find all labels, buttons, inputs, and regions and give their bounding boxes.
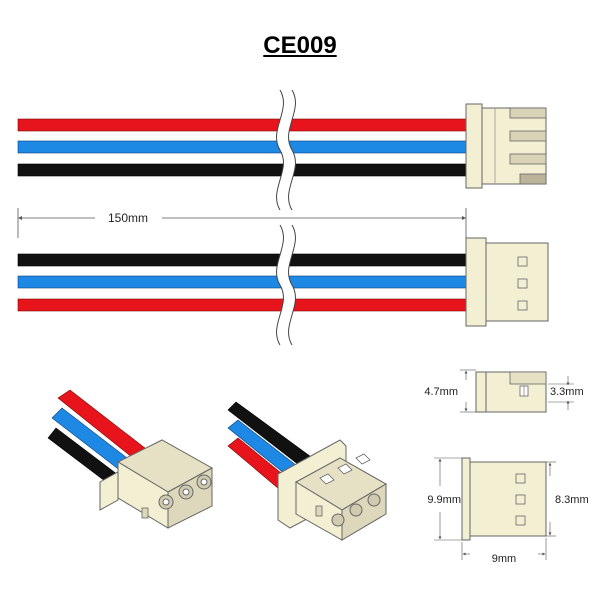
black-wire: [17, 253, 471, 267]
black-wire: [17, 163, 471, 177]
top-view-height-label: 4.7mm: [424, 386, 458, 398]
bottom-cable-assembly: [17, 224, 549, 346]
part-number-title: CE009: [263, 32, 337, 59]
blue-wire: [17, 275, 471, 289]
connector-3d-icon: [227, 401, 387, 541]
red-wire: [17, 298, 471, 312]
cable-length-dimension: 150mm: [17, 208, 467, 238]
cable-length-label: 150mm: [108, 211, 148, 225]
red-wire: [17, 118, 471, 132]
connector-side-icon: [465, 103, 547, 189]
top-view-drawing: 4.7mm 3.3mm: [424, 369, 584, 413]
front-view-inner-label: 8.3mm: [555, 494, 589, 506]
wavy-break-icon: [276, 89, 296, 211]
connector-side-icon: [465, 237, 549, 327]
front-view-outer-label: 9.9mm: [427, 494, 461, 506]
connector-3d-icon: [47, 389, 214, 529]
wavy-break-icon: [276, 224, 296, 346]
top-view-key-label: 3.3mm: [550, 386, 584, 398]
top-cable-assembly: [17, 89, 547, 211]
blue-wire: [17, 140, 471, 154]
front-view-depth-label: 9mm: [492, 553, 516, 565]
front-view-drawing: 9.9mm 8.3mm 9mm: [427, 457, 589, 565]
